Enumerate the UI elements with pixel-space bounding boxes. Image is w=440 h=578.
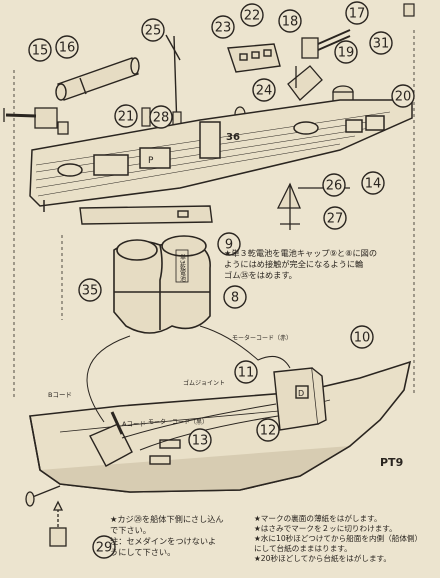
svg-text:19: 19	[338, 46, 355, 61]
callout-p11: 11	[234, 360, 258, 384]
deck-number: 36	[226, 132, 240, 143]
svg-text:12: 12	[260, 424, 277, 439]
svg-text:26: 26	[326, 179, 343, 194]
svg-text:28: 28	[153, 111, 170, 126]
motor-cord-label: モーターコード（赤）	[232, 334, 292, 342]
battery-label: 単3乾電池	[179, 253, 186, 282]
decal-note: ★マークの裏面の薄紙をはがします。 ★はさみでマークを２ッに切りわけます。 ★水…	[254, 514, 423, 563]
callout-p18: 18	[278, 9, 302, 33]
guide-lines	[13, 30, 415, 400]
hull-bottom-part	[79, 205, 213, 225]
callout-p12: 12	[256, 418, 280, 442]
part-number-callouts: 15 16 25 23 22 18 17 31 19 20 24 21 28 26 14 27 9 35 8 10 11…	[28, 1, 415, 559]
svg-text:17: 17	[349, 7, 366, 22]
svg-text:18: 18	[282, 15, 299, 30]
svg-text:23: 23	[215, 21, 232, 36]
callout-p23: 23	[211, 15, 235, 39]
motor-unit: D	[273, 367, 327, 431]
callout-p8: 8	[223, 285, 247, 309]
svg-text:11: 11	[238, 366, 255, 381]
svg-text:27: 27	[327, 212, 344, 227]
callout-p10: 10	[350, 325, 374, 349]
svg-text:D: D	[298, 389, 304, 398]
callout-p9: 9	[217, 232, 241, 256]
callout-p13: 13	[188, 428, 212, 452]
callout-p26: 26	[322, 173, 346, 197]
callout-p27: 27	[323, 206, 347, 230]
svg-text:20: 20	[395, 90, 412, 105]
svg-text:31: 31	[373, 37, 390, 52]
motor-cord-black-label: モーターコード（黒）	[148, 418, 208, 426]
callout-p31: 31	[369, 31, 393, 55]
callout-p14: 14	[361, 171, 385, 195]
svg-text:15: 15	[32, 44, 49, 59]
callout-p22: 22	[240, 3, 264, 27]
callout-p28: 28	[149, 105, 173, 129]
svg-text:14: 14	[365, 177, 382, 192]
svg-text:29: 29	[96, 541, 113, 556]
switch-box	[89, 411, 181, 467]
svg-text:13: 13	[192, 434, 209, 449]
svg-text:22: 22	[244, 9, 261, 24]
battery-pack	[113, 235, 211, 334]
hull-mark: PT9	[380, 456, 403, 469]
propeller-part	[25, 485, 67, 547]
svg-text:10: 10	[354, 331, 371, 346]
callout-p15: 15	[28, 38, 52, 62]
callout-p25: 25	[141, 18, 165, 42]
svg-text:21: 21	[118, 110, 135, 125]
rubber-joint-label: ゴムジョイント	[183, 379, 225, 387]
deck-gun-left	[3, 107, 69, 135]
deck-letter-p: P	[148, 156, 154, 166]
a-cord-label: Aコード	[122, 420, 146, 428]
svg-text:8: 8	[231, 291, 239, 306]
mast-cylinder-part	[55, 57, 140, 101]
rudder-note: ★カジ㉙を船体下側にさし込ん で下さい。 注：セメダインをつけないよ うにして下…	[110, 514, 224, 557]
twin-gun-part	[287, 29, 351, 101]
callout-p16: 16	[55, 35, 79, 59]
b-cord-label: Bコード	[48, 391, 72, 399]
callout-p20: 20	[391, 84, 415, 108]
svg-text:9: 9	[225, 238, 233, 253]
bridge-part	[227, 43, 281, 73]
callout-p17: 17	[345, 1, 369, 25]
svg-text:24: 24	[256, 84, 273, 99]
deck-part	[29, 99, 413, 212]
callout-p29: 29	[92, 535, 116, 559]
battery-note: ★単３乾電池を電池キャップ⑨と⑧に図の ようにはめ接触が完全になるように輪 ゴム…	[224, 248, 378, 280]
svg-text:35: 35	[82, 284, 99, 299]
svg-text:25: 25	[145, 24, 162, 39]
callout-p35: 35	[78, 278, 102, 302]
callout-p19: 19	[334, 40, 358, 64]
callout-p24: 24	[252, 78, 276, 102]
callout-p21: 21	[114, 104, 138, 128]
svg-text:16: 16	[59, 41, 76, 56]
